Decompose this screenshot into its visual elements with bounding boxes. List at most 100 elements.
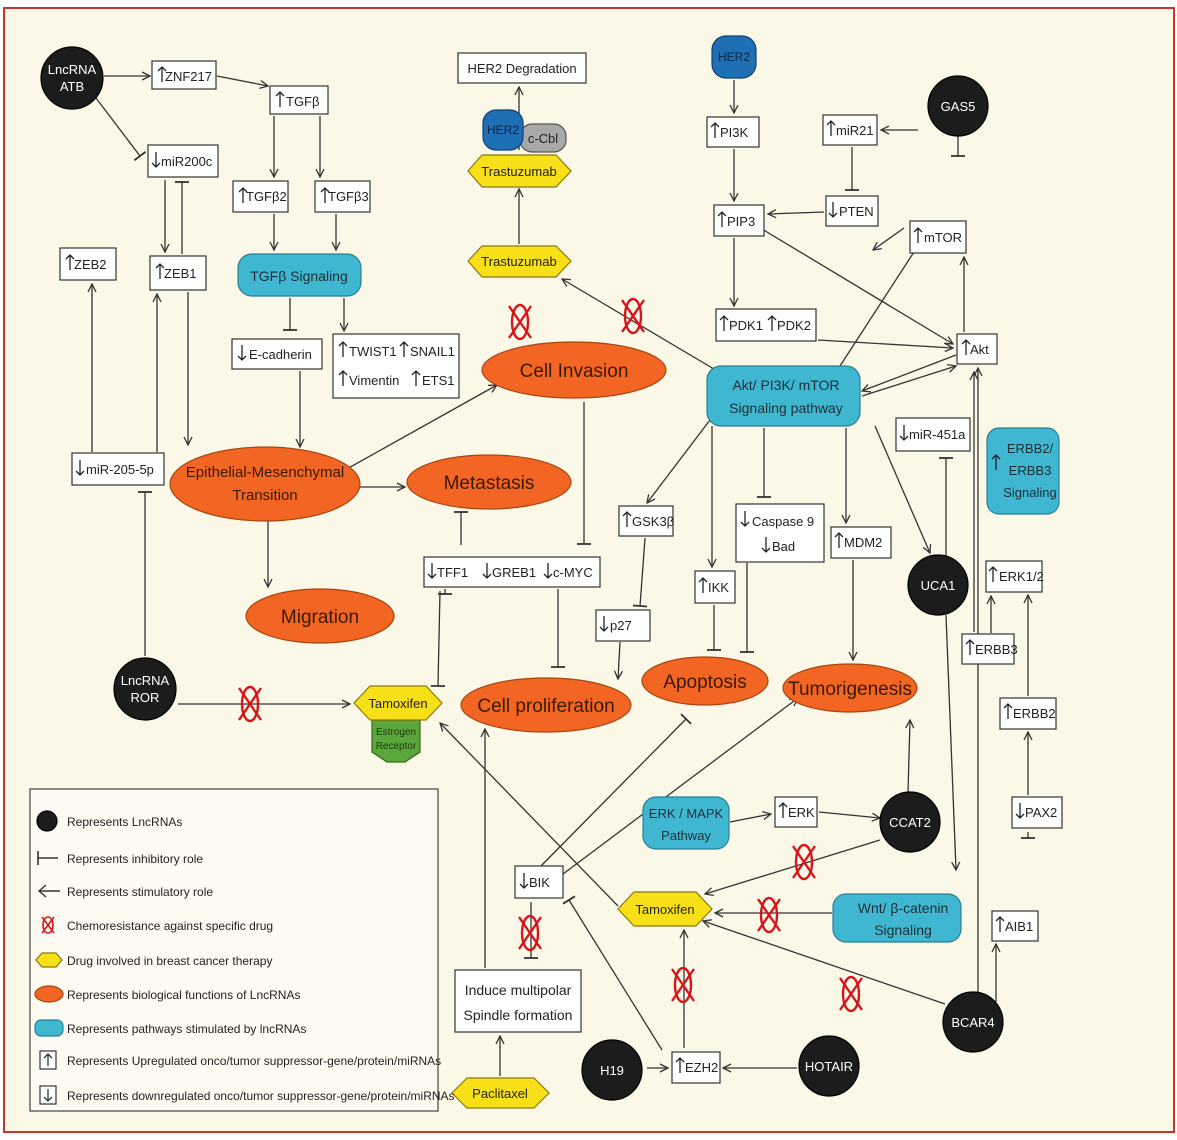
drug-trastuzumab-top-label: Trastuzumab: [481, 164, 556, 179]
chemoresistance-mark-4: [518, 914, 542, 952]
gene-ets1-label: ETS1: [422, 373, 455, 388]
lncrna-hotair-label: HOTAIR: [805, 1059, 853, 1074]
pathway-erbb-line2: ERBB3: [1009, 463, 1052, 478]
function-cell-invasion: Cell Invasion: [481, 341, 667, 399]
function-apoptosis: Apoptosis: [641, 656, 769, 706]
stimulatory-edge-72: [440, 723, 619, 907]
gene-mdm2: MDM2: [830, 526, 892, 559]
gene-caspase-bad: Caspase 9 Bad: [735, 503, 825, 563]
gene-tgfb-label: TGFβ: [286, 94, 319, 109]
drug-tamoxifen-right-label: Tamoxifen: [635, 902, 694, 917]
chemoresistance-mark-7: [839, 975, 863, 1013]
upregulated-arrow-icon-18: [834, 532, 844, 548]
upregulated-arrow-icon-8: [338, 370, 348, 386]
gene-pten-label: PTEN: [839, 204, 874, 219]
function-emt-line1: Epithelial-Mesenchymal: [186, 464, 344, 481]
lncrna-hotair: HOTAIR: [798, 1035, 860, 1097]
gene-gsk3b: GSK3β: [618, 505, 674, 537]
gene-mtor-label: mTOR: [924, 230, 962, 245]
protein-her2-cbl-complex: c-Cbl HER2: [482, 109, 567, 153]
stimulatory-edge-59: [703, 921, 946, 1005]
gene-tgfb2-label: TGFβ2: [246, 189, 287, 204]
legend-function-label: Represents biological functions of LncRN…: [67, 988, 300, 1002]
downregulated-arrow-icon-3: [828, 202, 838, 218]
gene-zeb1: ZEB1: [149, 255, 207, 291]
gene-twist1-label: TWIST1: [349, 344, 397, 359]
pathway-tgfb-signaling-label: TGFβ Signaling: [250, 268, 348, 284]
lncrna-bcar4-label: BCAR4: [951, 1015, 994, 1030]
stimulatory-edge-61: [818, 811, 880, 818]
legend-item-inhibitory: Represents inhibitory role: [37, 851, 203, 866]
gene-pax2-label: PAX2: [1025, 805, 1057, 820]
upregulated-arrow-icon-14: [719, 315, 729, 331]
upregulated-arrow-icon-12: [717, 211, 727, 227]
gene-akt-label: Akt: [970, 342, 989, 357]
function-tumorigenesis-label: Tumorigenesis: [788, 679, 912, 700]
stimulatory-edge-34: [862, 354, 957, 391]
upregulated-arrow-icon-3: [320, 187, 330, 203]
pathway-erbb-line3: Signaling: [1003, 485, 1057, 500]
function-cell-proliferation: Cell proliferation: [460, 677, 632, 733]
function-invasion-label: Cell Invasion: [520, 361, 629, 382]
gene-greb1-label: GREB1: [492, 565, 536, 580]
legend-pathway-label: Represents pathways stimulated by lncRNA…: [67, 1022, 306, 1036]
gene-zeb2-label: ZEB2: [74, 257, 107, 272]
gene-mdm2-label: MDM2: [844, 535, 882, 550]
edges: [92, 76, 1035, 1076]
gene-mir21: miR21: [822, 114, 878, 146]
stimulatory-edge-36: [647, 419, 711, 503]
stimulatory-edge-71: [562, 698, 798, 875]
receptor-line2: Receptor: [376, 741, 417, 752]
gene-erbb3: ERBB3: [961, 633, 1018, 665]
stimulatory-edge-63: [705, 839, 881, 894]
pathway-erk-mapk: ERK / MAPK Pathway: [642, 796, 730, 850]
lncrna-ror-line1: LncRNA: [121, 673, 170, 688]
gene-tgfb3: TGFβ3: [314, 180, 371, 213]
gene-ecadherin-label: E-cadherin: [249, 347, 312, 362]
gene-erbb2: ERBB2: [999, 697, 1057, 730]
legend-stimulatory-label: Represents stimulatory role: [67, 885, 213, 899]
drug-tamoxifen-right: Tamoxifen: [617, 891, 713, 927]
gene-bad-label: Bad: [772, 539, 795, 554]
pathway-akt-line2: Signaling pathway: [729, 400, 843, 416]
lncrna-ror: LncRNA ROR: [113, 657, 177, 721]
gene-akt: Akt: [956, 333, 998, 365]
gene-ezh2-label: EZH2: [685, 1060, 718, 1075]
pathway-erk-mapk-line2: Pathway: [661, 828, 711, 843]
stimulatory-edge-62: [908, 720, 910, 794]
regulation-arrows: [65, 66, 1025, 1073]
drug-tamoxifen-left-label: Tamoxifen: [368, 696, 427, 711]
gene-spindle-line1: Induce multipolar: [465, 982, 572, 998]
gene-twist-snail-vim-ets: TWIST1 SNAIL1 Vimentin ETS1: [332, 333, 460, 399]
lncrna-uca1: UCA1: [907, 554, 969, 616]
upregulated-arrow-icon-6: [338, 341, 348, 357]
lncrna-ccat2-label: CCAT2: [889, 815, 931, 830]
gene-pten: PTEN: [825, 195, 879, 227]
gene-vimentin-label: Vimentin: [349, 373, 399, 388]
legend-item-downregulated: Represents downregulated onco/tumor supp…: [39, 1085, 455, 1105]
gene-tff-greb-myc: TFF1 GREB1 c-MYC: [423, 556, 601, 588]
downregulated-arrow-icon-0: [151, 152, 161, 168]
gene-ikk-label: IKK: [708, 580, 729, 595]
upregulated-arrow-icon-0: [157, 66, 167, 82]
gene-aib1: AIB1: [991, 910, 1039, 942]
pathway-tgfb-signaling: TGFβ Signaling: [237, 253, 362, 297]
downregulated-arrow-icon-12: [519, 873, 529, 889]
lncrna-h19-label: H19: [600, 1063, 624, 1078]
protein-her2-top-label: HER2: [718, 50, 750, 64]
gene-pi3k-label: PI3K: [720, 125, 749, 140]
inhibitory-edge-42: [632, 537, 648, 608]
pathway-erk-mapk-line1: ERK / MAPK: [649, 806, 724, 821]
function-metastasis-label: Metastasis: [444, 473, 535, 494]
protein-her2-complex-label: HER2: [487, 123, 519, 137]
drug-paclitaxel-label: Paclitaxel: [472, 1086, 528, 1101]
gene-erk12-label: ERK1/2: [999, 569, 1044, 584]
chemoresistance-mark-0: [238, 685, 262, 723]
drug-trastuzumab-top: Trastuzumab: [467, 154, 572, 188]
upregulated-arrow-icon-15: [767, 315, 777, 331]
lncrna-bcar4: BCAR4: [942, 991, 1004, 1053]
gene-pax2: PAX2: [1011, 796, 1063, 829]
legend-lncrna-label: Represents LncRNAs: [67, 815, 182, 829]
gene-pdk2-label: PDK2: [777, 318, 811, 333]
